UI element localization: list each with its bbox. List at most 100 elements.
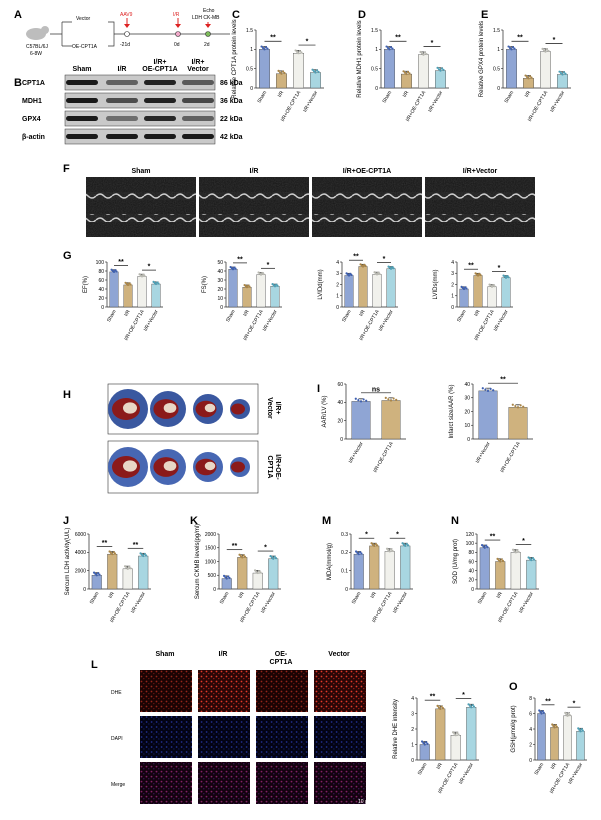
x-tick-label: I/R: [358, 309, 367, 318]
bar: [540, 51, 551, 89]
blot-lane-4b: Vector: [187, 66, 209, 73]
panel-label-I: I: [317, 383, 320, 395]
data-point: [264, 46, 268, 49]
data-point: [283, 71, 286, 75]
panel-label-F: F: [63, 163, 70, 175]
x-tick-label: Sham: [219, 591, 231, 605]
data-point: [538, 709, 541, 712]
data-point: [361, 265, 365, 268]
y-tick-label: 3: [411, 711, 414, 717]
blot-band: [106, 116, 138, 121]
y-tick-label: 2000: [205, 532, 216, 538]
data-point: [514, 551, 517, 554]
y-tick-label: 0.5: [371, 66, 378, 72]
data-point: [553, 726, 556, 729]
y-tick-label: 0: [375, 86, 378, 92]
data-point: [507, 45, 510, 48]
data-point: [532, 558, 536, 561]
heart-aar: [231, 403, 245, 415]
blot-band: [182, 116, 214, 121]
blot-band: [106, 98, 138, 103]
data-point: [462, 287, 466, 291]
x-tick-label: I/R+Vector: [130, 591, 147, 615]
echo-label: Sham: [131, 168, 150, 175]
bar: [293, 53, 304, 89]
data-point: [420, 740, 424, 743]
data-point: [317, 70, 320, 73]
data-point: [350, 273, 353, 277]
blot-band: [144, 80, 176, 85]
data-point: [522, 405, 525, 408]
data-point: [479, 273, 482, 277]
blot-protein-label: GPX4: [22, 116, 41, 123]
data-point: [231, 268, 235, 271]
data-point: [294, 49, 297, 52]
bar: [109, 271, 119, 308]
significance-label: **: [395, 35, 401, 42]
y-tick-label: 0: [471, 587, 474, 593]
data-point: [248, 285, 251, 288]
data-point: [542, 711, 545, 714]
data-point: [528, 557, 532, 560]
data-point: [405, 542, 408, 546]
y-tick-label: 60: [98, 278, 104, 284]
x-tick-label: I/R: [402, 90, 411, 99]
data-point: [378, 272, 381, 275]
bar: [228, 269, 238, 308]
data-point: [486, 545, 489, 549]
bar: [576, 731, 585, 761]
y-axis-label: Infarct size/AAR (%): [449, 384, 455, 438]
x-tick-label: I/R: [108, 591, 117, 600]
y-tick-label: 2: [529, 742, 532, 748]
data-point: [483, 546, 486, 549]
y-tick-label: 0: [451, 305, 454, 311]
data-point: [423, 743, 426, 746]
data-point: [580, 727, 583, 731]
panel-label-K: K: [190, 515, 198, 527]
oe-label: OE-CPT1A: [72, 44, 98, 50]
dhe-shade: [314, 716, 366, 758]
x-tick-label: Sham: [89, 591, 101, 605]
data-point: [578, 728, 581, 731]
bar: [122, 568, 133, 590]
dhe-image: [140, 762, 192, 804]
significance-label: **: [430, 694, 436, 701]
blot-protein-label: CPT1A: [22, 80, 45, 87]
scale-bar-label: 10 µm: [358, 799, 372, 805]
blot-band: [106, 134, 138, 139]
data-point: [391, 549, 394, 552]
y-tick-label: 30: [464, 396, 470, 402]
significance-label: *: [306, 39, 309, 46]
data-point: [92, 571, 96, 574]
bar: [478, 390, 498, 440]
x-tick-label: Sham: [257, 90, 269, 104]
y-tick-label: 60: [468, 559, 474, 565]
timepoint-echo: [205, 31, 211, 37]
x-tick-label: I/R: [123, 309, 132, 318]
day-0: 0d: [174, 42, 180, 48]
bar: [91, 575, 102, 590]
data-point: [436, 704, 439, 707]
y-tick-label: 6: [529, 711, 532, 717]
y-tick-label: 1000: [205, 559, 216, 565]
data-point: [245, 286, 249, 289]
y-tick-label: 60: [337, 382, 343, 388]
significance-label: *: [264, 545, 267, 552]
data-point: [527, 556, 530, 559]
blot-kda-label: 42 kDa: [220, 134, 243, 141]
dhe-col-label: I/R: [219, 651, 228, 658]
data-point: [143, 552, 146, 556]
data-point: [357, 553, 360, 556]
data-point: [442, 68, 445, 72]
y-tick-label: 1500: [205, 546, 216, 552]
data-point: [457, 733, 460, 736]
data-point: [401, 542, 404, 545]
data-point: [129, 283, 132, 286]
day-2: 2d: [204, 42, 210, 48]
data-point: [402, 543, 406, 546]
data-point: [489, 387, 492, 390]
bar: [353, 553, 364, 590]
